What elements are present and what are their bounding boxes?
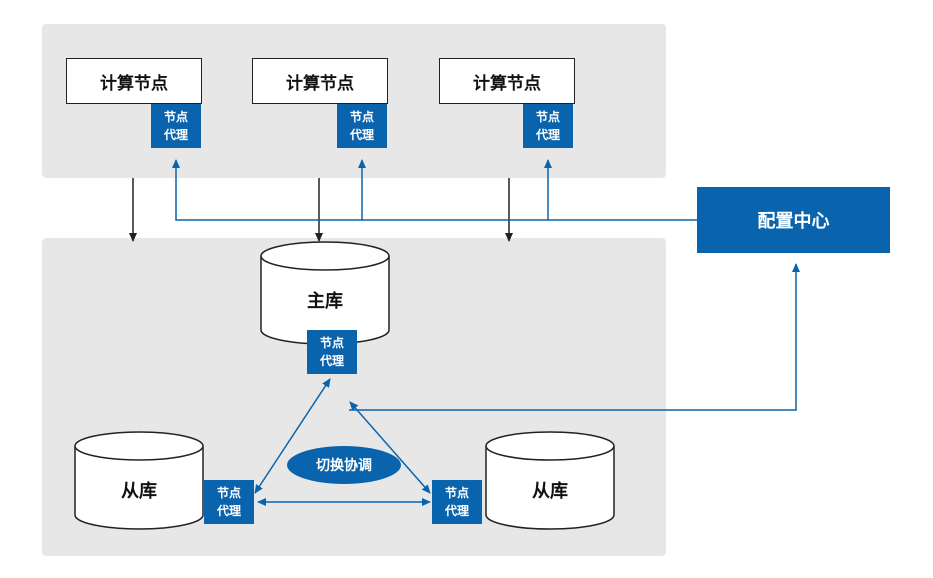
master-agent: 节点 代理 xyxy=(307,330,357,374)
switch-coordination-label: 切换协调 xyxy=(316,458,372,474)
master-to-config-line xyxy=(349,263,800,411)
compute-node-2-agent: 节点 代理 xyxy=(337,104,387,148)
compute-node-3: 计算节点 xyxy=(439,58,575,104)
agent-label-line2: 代理 xyxy=(444,504,469,518)
agent-label-line1: 节点 xyxy=(349,110,374,124)
master-left-link xyxy=(254,378,331,494)
compute-node-1-agent: 节点 代理 xyxy=(151,104,201,148)
agent-label-line2: 代理 xyxy=(163,128,188,142)
agent-label-line2: 代理 xyxy=(535,128,560,142)
config-to-compute-line xyxy=(172,159,697,221)
compute-node-label: 计算节点 xyxy=(286,73,354,94)
agent-label-line2: 代理 xyxy=(349,128,374,142)
master-db-label: 主库 xyxy=(307,291,343,312)
agent-label-line1: 节点 xyxy=(319,336,344,350)
agent-label-line1: 节点 xyxy=(216,486,241,500)
slave-left-db-label: 从库 xyxy=(121,481,157,502)
slave-left-db-cylinder xyxy=(74,431,204,530)
config-center-box: 配置中心 xyxy=(697,187,890,253)
slave-right-db-cylinder xyxy=(485,431,615,530)
compute-node-3-agent: 节点 代理 xyxy=(523,104,573,148)
master-right-link xyxy=(349,401,431,494)
compute-node-1: 计算节点 xyxy=(66,58,202,104)
agent-label-line1: 节点 xyxy=(163,110,188,124)
switch-coordination-ellipse xyxy=(287,446,401,484)
compute-node-label: 计算节点 xyxy=(473,73,541,94)
compute-node-label: 计算节点 xyxy=(100,73,168,94)
agent-label-line2: 代理 xyxy=(319,354,344,368)
agent-label-line1: 节点 xyxy=(444,486,469,500)
compute-node-2: 计算节点 xyxy=(252,58,388,104)
slave-right-db-label: 从库 xyxy=(532,481,568,502)
slave-left-agent: 节点 代理 xyxy=(204,480,254,524)
slave-right-agent: 节点 代理 xyxy=(432,480,482,524)
agent-label-line1: 节点 xyxy=(535,110,560,124)
config-center-label: 配置中心 xyxy=(757,211,830,232)
agent-label-line2: 代理 xyxy=(216,504,241,518)
